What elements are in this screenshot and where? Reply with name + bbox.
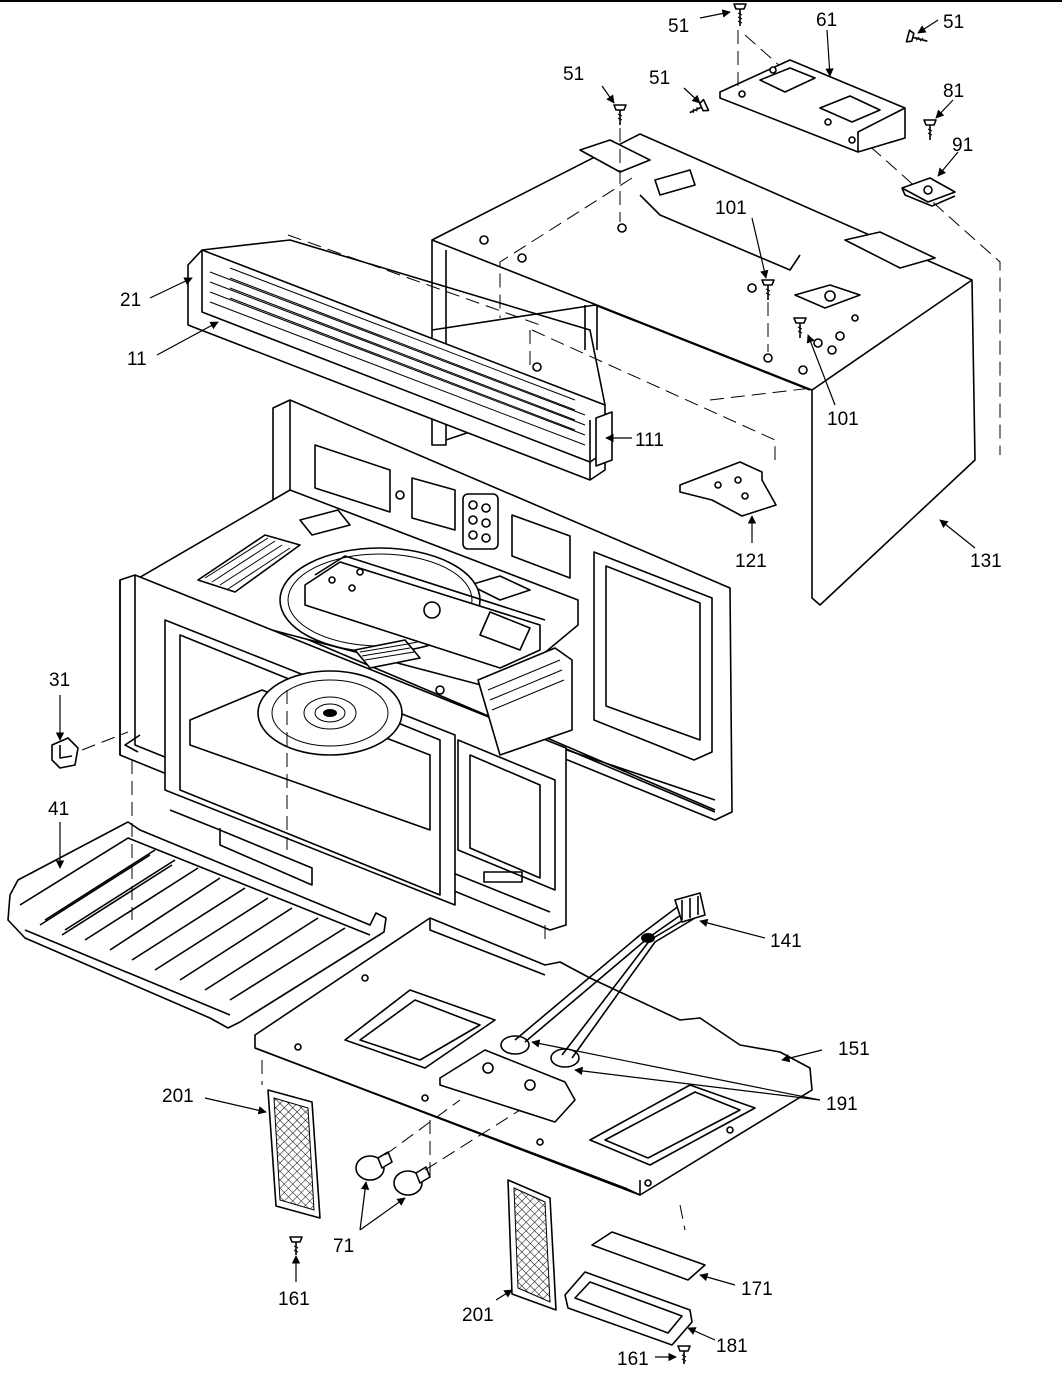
callout-31: 31 [49,670,70,691]
leader-lines [55,9,976,1362]
lamp-cover [564,1231,706,1346]
callout-121: 121 [735,551,767,572]
callout-labels: 51 61 51 51 51 81 91 101 21 11 101 111 1… [48,10,1002,1370]
wire-harness [514,892,706,1059]
latch-31 [51,731,129,769]
callout-141: 141 [770,931,802,952]
callout-51: 51 [649,68,670,89]
callout-101: 101 [715,198,747,219]
callout-181: 181 [716,1336,748,1357]
callout-11: 11 [127,349,147,370]
callout-191: 191 [826,1094,858,1115]
oven-cavity-chassis [119,399,733,940]
callout-51: 51 [943,12,964,33]
screws [289,3,937,1364]
callout-51: 51 [563,64,584,85]
callout-201: 201 [162,1086,194,1107]
callout-61: 61 [816,10,837,31]
callout-161: 161 [617,1349,649,1370]
oven-rack [7,821,387,1029]
bracket-121 [679,461,777,517]
bottom-plate [254,917,813,1231]
callout-91: 91 [952,135,973,156]
callout-201: 201 [462,1305,494,1326]
vent-grille [187,234,613,481]
callout-51: 51 [668,16,689,37]
callout-131: 131 [970,551,1002,572]
callout-71: 71 [333,1236,354,1257]
callout-81: 81 [943,81,964,102]
callout-41: 41 [48,799,69,820]
grease-filter-right [507,1179,557,1311]
callout-171: 171 [741,1279,773,1300]
callout-161: 161 [278,1289,310,1310]
callout-111: 111 [635,430,664,451]
callout-101: 101 [827,409,859,430]
lamps [355,1099,521,1196]
bracket-91 [901,177,956,207]
callout-21: 21 [120,290,141,311]
grease-filter-left [267,1089,321,1219]
callout-151: 151 [838,1039,870,1060]
outer-cabinet [431,34,1001,606]
top-bracket [719,59,906,153]
